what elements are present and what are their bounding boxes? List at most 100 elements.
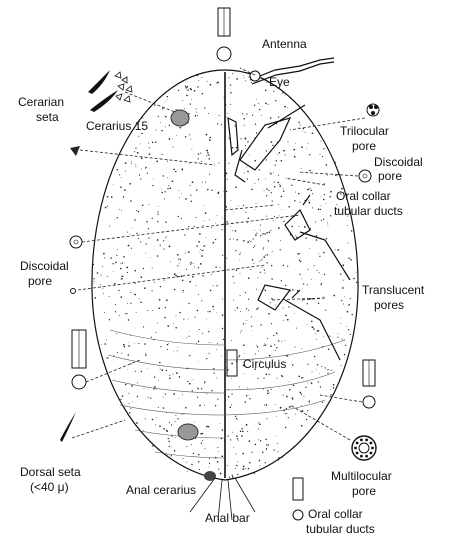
stipple-dot — [219, 423, 221, 424]
stipple-dot — [311, 207, 313, 209]
stipple-dot — [151, 290, 153, 292]
stipple-dot — [235, 186, 237, 189]
stipple-dot — [216, 285, 218, 287]
stipple-dot — [208, 352, 210, 354]
stipple-dot — [265, 195, 268, 197]
stipple-dot — [231, 147, 234, 149]
stipple-dot — [221, 327, 224, 330]
stipple-dot — [134, 163, 136, 165]
stipple-dot — [326, 174, 328, 176]
stipple-dot — [136, 232, 138, 234]
stipple-dot — [282, 307, 284, 309]
stipple-dot — [146, 221, 148, 223]
stipple-dot — [172, 373, 174, 375]
stipple-dot — [259, 224, 261, 226]
stipple-dot — [337, 336, 339, 338]
stipple-dot — [289, 97, 292, 100]
stipple-dot — [254, 208, 256, 210]
stipple-dot — [249, 398, 251, 400]
stipple-dot — [244, 401, 246, 403]
stipple-dot — [188, 382, 191, 385]
stipple-dot — [250, 325, 253, 327]
stipple-dot — [168, 245, 171, 248]
stipple-dot — [163, 427, 166, 430]
stipple-dot — [258, 103, 260, 104]
stipple-dot — [166, 454, 168, 456]
stipple-dot — [356, 271, 358, 273]
stipple-dot — [183, 318, 185, 320]
multilocular-loculus — [365, 438, 368, 442]
stipple-dot — [196, 114, 198, 116]
stipple-dot — [267, 444, 269, 446]
stipple-dot — [118, 208, 120, 210]
stipple-dot — [243, 124, 245, 126]
stipple-dot — [288, 306, 290, 308]
stipple-dot — [293, 446, 294, 448]
stipple-dot — [307, 142, 309, 144]
stipple-dot — [278, 457, 280, 459]
stipple-dot — [226, 257, 228, 259]
stipple-dot — [243, 75, 244, 76]
stipple-dot — [229, 406, 232, 409]
stipple-dot — [201, 255, 203, 257]
stipple-dot — [244, 137, 247, 140]
stipple-dot — [129, 234, 131, 235]
stipple-dot — [131, 401, 133, 402]
stipple-dot — [121, 352, 123, 354]
stipple-dot — [136, 382, 138, 384]
stipple-dot — [161, 153, 163, 156]
stipple-dot — [279, 249, 281, 251]
stipple-dot — [124, 170, 126, 172]
stipple-dot — [341, 338, 343, 340]
stipple-dot — [134, 219, 136, 221]
stipple-dot — [112, 184, 114, 186]
stipple-dot — [276, 377, 278, 379]
stipple-dot — [157, 206, 159, 207]
stipple-dot — [341, 299, 343, 302]
stipple-dot — [230, 103, 232, 105]
stipple-dot — [155, 417, 157, 418]
stipple-dot — [315, 338, 317, 340]
stipple-dot — [138, 135, 140, 137]
stipple-dot — [254, 443, 257, 446]
label-translucent-pores: Translucent pores — [362, 283, 428, 312]
stipple-dot — [182, 393, 183, 395]
stipple-dot — [239, 273, 241, 275]
stipple-dot — [113, 355, 115, 357]
stipple-dot — [285, 409, 287, 411]
stipple-dot — [208, 139, 211, 141]
stipple-dot — [225, 206, 228, 208]
stipple-dot — [343, 353, 346, 356]
stipple-dot — [197, 158, 199, 160]
stipple-dot — [248, 76, 250, 78]
stipple-dot — [172, 138, 173, 140]
stipple-dot — [254, 159, 256, 162]
stipple-dot — [236, 238, 238, 241]
stipple-dot — [320, 219, 323, 221]
label-anal-bar: Anal bar — [205, 511, 250, 525]
stipple-dot — [192, 275, 194, 278]
stipple-dot — [168, 138, 171, 140]
stipple-dot — [228, 88, 230, 90]
stipple-dot — [133, 293, 135, 295]
stipple-dot — [275, 304, 277, 306]
stipple-dot — [163, 248, 165, 250]
stipple-dot — [312, 193, 314, 195]
stipple-dot — [177, 258, 180, 260]
stipple-dot — [198, 360, 199, 362]
stipple-dot — [151, 141, 154, 144]
stipple-dot — [141, 204, 144, 207]
stipple-dot — [139, 143, 141, 145]
stipple-dot — [138, 298, 140, 300]
stipple-dot — [264, 233, 266, 235]
stipple-dot — [130, 408, 132, 410]
stipple-dot — [286, 355, 289, 357]
stipple-dot — [227, 435, 229, 437]
stipple-dot — [318, 272, 320, 274]
stipple-dot — [315, 183, 317, 185]
dorsal-seta-detail — [60, 412, 76, 442]
stipple-dot — [181, 193, 182, 195]
stipple-dot — [93, 283, 95, 284]
stipple-dot — [287, 265, 289, 267]
